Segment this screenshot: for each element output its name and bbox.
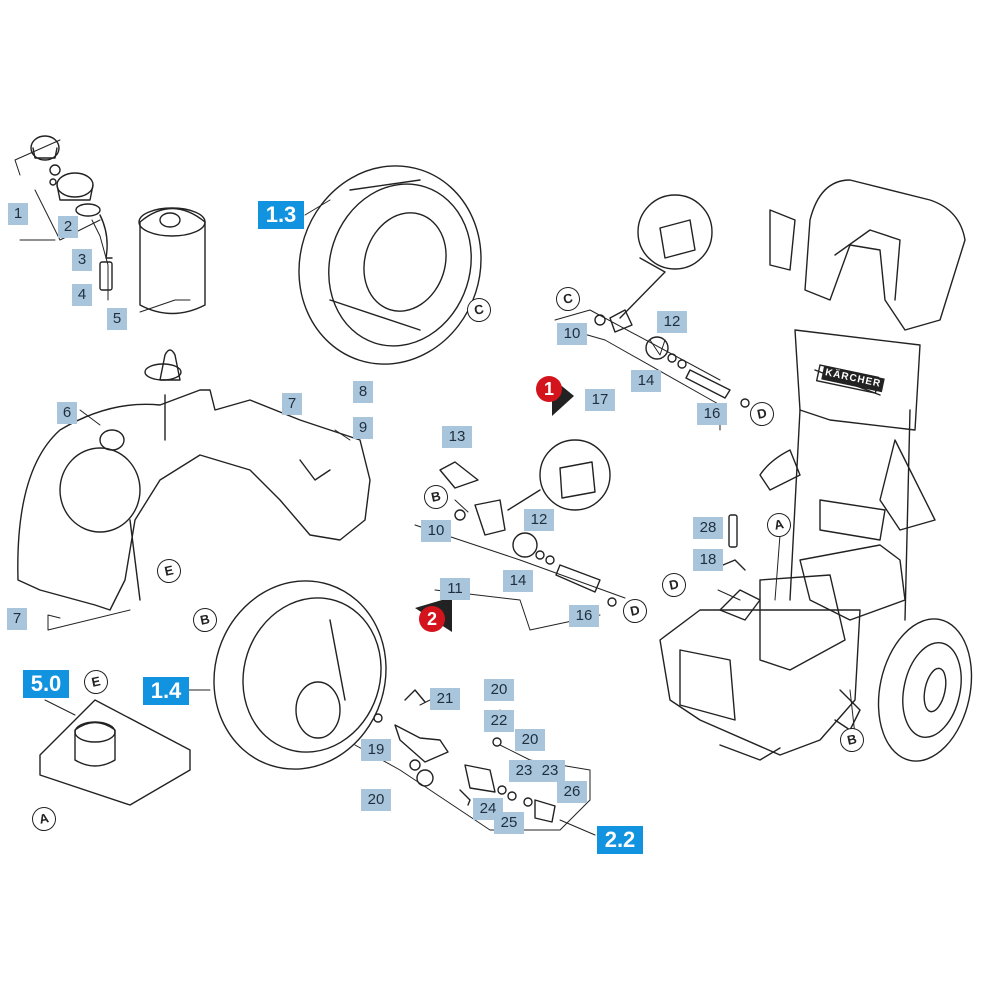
callout-10-lower: 10 — [421, 520, 451, 542]
callout-22: 22 — [484, 710, 514, 732]
callout-23-left: 23 — [509, 760, 539, 782]
step-marker-2: 2 — [419, 606, 445, 632]
callout-16-lower: 16 — [569, 605, 599, 627]
callout-25: 25 — [494, 812, 524, 834]
housing-hood — [17, 349, 371, 611]
hose-reel-1-4 — [213, 580, 387, 770]
callout-6: 6 — [57, 402, 77, 424]
detergent-container — [138, 207, 206, 315]
callout-2: 2 — [58, 216, 78, 238]
callout-7-bottom: 7 — [7, 608, 27, 630]
callout-5: 5 — [107, 308, 127, 330]
callout-11: 11 — [440, 578, 470, 600]
valve-assembly-2-2 — [373, 689, 556, 823]
callout-4: 4 — [72, 284, 92, 306]
callout-13: 13 — [442, 426, 472, 448]
callout-10-upper: 10 — [557, 323, 587, 345]
callout-8: 8 — [353, 381, 373, 403]
callout-28: 28 — [693, 517, 723, 539]
callout-26: 26 — [557, 781, 587, 803]
assembly-1-3: 1.3 — [258, 201, 304, 229]
step-marker-1: 1 — [536, 376, 562, 402]
callout-9: 9 — [353, 417, 373, 439]
callout-23-right: 23 — [535, 760, 565, 782]
callout-20-right: 20 — [515, 729, 545, 751]
pump-module-lower — [439, 439, 617, 607]
callout-19: 19 — [361, 739, 391, 761]
callout-20-top: 20 — [484, 679, 514, 701]
hose-reel-1-3 — [298, 165, 482, 365]
callout-18: 18 — [693, 549, 723, 571]
callout-16-upper: 16 — [697, 403, 727, 425]
callout-1: 1 — [8, 203, 28, 225]
base-assembly-5-0 — [39, 699, 191, 806]
assembly-1-4: 1.4 — [143, 677, 189, 705]
callout-20-left: 20 — [361, 789, 391, 811]
callout-3: 3 — [72, 249, 92, 271]
callout-14-lower: 14 — [503, 570, 533, 592]
assembly-5-0: 5.0 — [23, 670, 69, 698]
callout-7-top: 7 — [282, 393, 302, 415]
assembly-2-2: 2.2 — [597, 826, 643, 854]
part-28-18 — [722, 514, 746, 571]
callout-17: 17 — [585, 389, 615, 411]
pump-module-upper — [594, 194, 750, 408]
pressure-washer-body — [659, 179, 966, 761]
nozzle-assembly — [30, 135, 113, 291]
callout-12-lower: 12 — [524, 509, 554, 531]
wheel — [877, 618, 973, 762]
callout-14-upper: 14 — [631, 370, 661, 392]
callout-21: 21 — [430, 688, 460, 710]
callout-12-upper: 12 — [657, 311, 687, 333]
